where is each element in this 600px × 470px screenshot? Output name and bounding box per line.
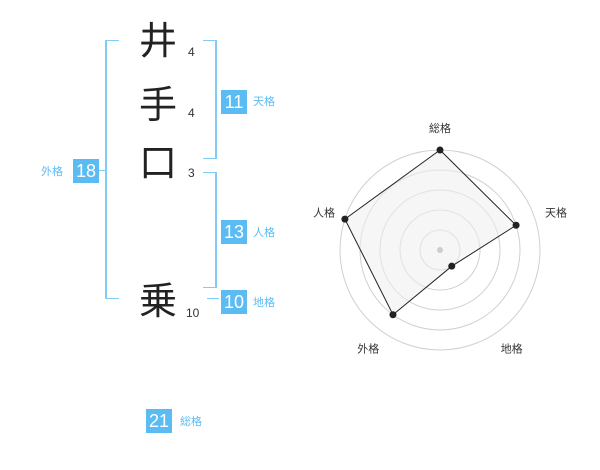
- name-char-2: 手: [138, 83, 177, 127]
- radar-axis-label: 総格: [429, 121, 451, 135]
- chikaku-value: 10: [221, 290, 247, 314]
- tenkaku-bracket: [203, 40, 217, 159]
- radar-axis-label: 外格: [357, 342, 379, 356]
- radar-point: [389, 311, 397, 319]
- radar-point: [512, 221, 520, 229]
- jinkaku-bracket: [203, 172, 217, 288]
- radar-point: [341, 215, 349, 223]
- name-char-3: 口: [138, 141, 177, 185]
- gaikaku-bracket: [105, 40, 119, 299]
- radar-shape: [344, 149, 517, 316]
- name-char-4: 乗: [138, 279, 177, 323]
- gaikaku-label: 外格: [41, 165, 63, 178]
- jinkaku-value: 13: [221, 220, 247, 244]
- radar-point: [436, 146, 444, 154]
- stroke-count-2: 4: [188, 106, 195, 120]
- gaikaku-value: 18: [73, 159, 99, 183]
- stroke-count-4: 10: [186, 306, 200, 320]
- radar-axis-label: 天格: [545, 205, 567, 219]
- jinkaku-label: 人格: [253, 226, 275, 239]
- bracket-connector-left: [95, 170, 105, 171]
- name-char-1: 井: [138, 19, 177, 63]
- radar-point: [448, 262, 456, 270]
- soukaku-value: 21: [146, 409, 172, 433]
- radar-center-dot: [437, 247, 443, 253]
- tenkaku-label: 天格: [253, 95, 275, 108]
- chikaku-connector: [207, 298, 219, 299]
- tenkaku-value: 11: [221, 90, 247, 114]
- radar-points: [341, 146, 520, 319]
- radar-axis-label: 人格: [313, 205, 335, 219]
- soukaku-label: 総格: [180, 415, 202, 428]
- radar-axis-label: 地格: [501, 342, 523, 356]
- stroke-count-3: 3: [188, 166, 195, 180]
- chikaku-label: 地格: [253, 296, 275, 309]
- stroke-count-1: 4: [188, 45, 195, 59]
